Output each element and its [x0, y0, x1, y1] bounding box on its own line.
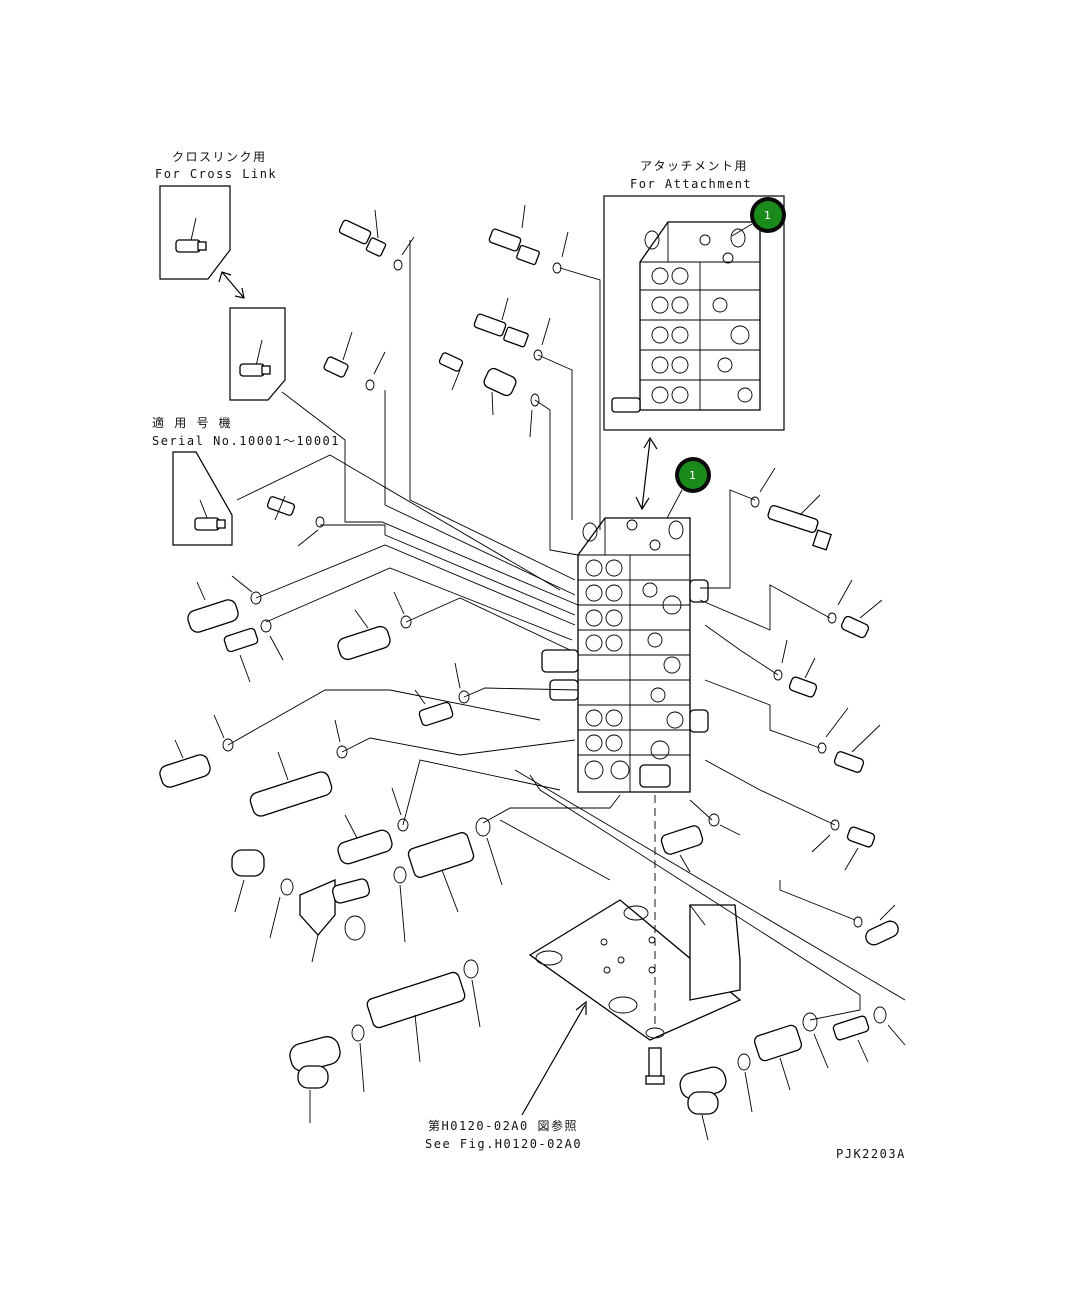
serial-label-jp: 適 用 号 機 [152, 415, 232, 430]
cross-link-inset-bottom [229, 307, 286, 401]
cross-link-label-jp: クロスリンク用 [172, 150, 267, 164]
attachment-label-en: For Attachment [630, 177, 752, 191]
reference-arrow [521, 1000, 587, 1116]
reference-label-jp: 第H0120-02A0 図参照 [428, 1118, 578, 1133]
serial-inset [172, 451, 233, 546]
cross-link-swap-arrow [218, 271, 245, 299]
svg-text:1: 1 [689, 469, 696, 482]
callout-1-attachment[interactable]: 1 [750, 197, 786, 233]
routing-lines [227, 240, 906, 1021]
fitting-group-middle-left [159, 575, 470, 865]
attachment-label-jp: アタッチメント用 [640, 159, 748, 173]
main-control-valve [541, 517, 709, 793]
fitting-group-lower-left [231, 817, 503, 1123]
cross-link-inset-top [159, 185, 231, 280]
drawing-code: PJK2203A [836, 1147, 906, 1161]
serial-label-en: Serial No.10001〜10001 [152, 434, 340, 448]
fitting-group-upper-left [266, 204, 569, 547]
svg-text:1: 1 [764, 209, 771, 222]
cross-link-label-en: For Cross Link [155, 167, 277, 181]
fitting-group-right [660, 467, 906, 1141]
reference-label-en: See Fig.H0120-02A0 [425, 1137, 582, 1151]
attachment-swap-arrow [635, 436, 658, 511]
mounting-plate [528, 795, 742, 1085]
attachment-inset [603, 195, 785, 431]
callout-1-main[interactable]: 1 [675, 457, 711, 493]
